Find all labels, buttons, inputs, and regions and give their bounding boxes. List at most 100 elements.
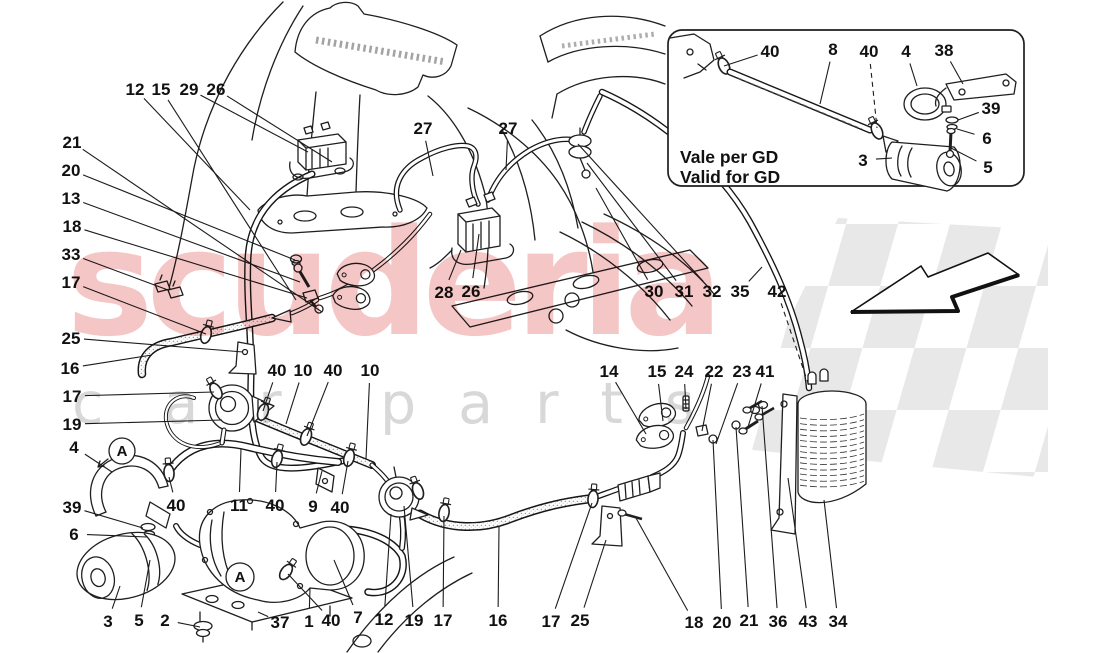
callout-leader-16 [497,526,500,608]
callout-2: 2 [160,611,169,630]
callout-10: 10 [294,361,313,380]
callout-15: 15 [648,362,667,381]
inset-silencer [885,141,962,192]
callout-leader-40 [306,381,329,437]
inset-clamp-band [903,87,952,121]
callout-leader-21 [735,426,749,608]
assembly-marker-clamp: A [97,437,136,468]
callout-41: 41 [756,362,775,381]
callout-25: 25 [571,611,590,630]
callout-9: 9 [308,497,317,516]
callout-leader-12 [384,513,392,607]
callout-leader-40 [262,382,274,412]
callout-19: 19 [405,611,424,630]
inset-note-line2: Valid for GD [680,167,780,187]
callout-29: 29 [180,80,199,99]
callout-leader-23 [715,383,739,445]
hoses-and-pipes [137,88,813,597]
diverter-valve-2 [378,466,429,521]
callout-6: 6 [69,525,78,544]
callout-39: 39 [63,498,82,517]
callout-leader-31 [586,162,677,281]
svg-text:A: A [117,443,128,460]
callout-35: 35 [731,282,750,301]
callout-leader-5 [950,147,977,162]
callout-32: 32 [703,282,722,301]
coupling-right [617,472,661,502]
callout-leader-3 [111,585,121,609]
callout-leader-17 [82,286,207,335]
callout-leader-27 [505,140,508,171]
callout-18: 18 [685,613,704,632]
callout-leader-34 [823,499,838,609]
callout-17: 17 [62,273,81,292]
callout-leader-29 [200,94,309,153]
callout-leader-14 [615,381,647,435]
callout-27: 27 [414,119,433,138]
callout-5: 5 [983,158,992,177]
callout-leader-25 [583,539,607,608]
callout-leader-17 [442,515,445,608]
check-valve [568,127,592,179]
inset-note-line1: Vale per GD [680,147,778,167]
bolt-18-right [617,509,643,521]
bracket-25-right [591,505,623,547]
callout-1: 1 [304,612,313,631]
callout-34: 34 [829,612,848,631]
callout-leader-40 [287,573,323,611]
callout-leader-26 [472,233,480,279]
callout-leader-6 [956,128,975,135]
callout-22: 22 [705,362,724,381]
air-injection-valve [429,191,515,269]
callout-26: 26 [462,282,481,301]
air-pump: A [181,497,365,631]
callout-23: 23 [733,362,752,381]
callout-17: 17 [63,387,82,406]
callout-43: 43 [799,612,818,631]
callout-leader-40 [341,460,349,495]
callout-leader-7 [333,559,354,606]
callout-40: 40 [331,498,350,517]
callout-leader-43 [787,477,807,609]
callout-leader-11 [238,448,242,493]
callout-18: 18 [63,217,82,236]
callout-leader-10 [365,382,370,460]
callout-leader-12 [143,98,251,211]
callout-17: 17 [542,612,561,631]
callout-28: 28 [435,283,454,302]
callout-leader-17 [554,502,593,609]
callout-leader-9 [315,470,323,494]
callout-11: 11 [230,496,248,515]
callout-leader-39 [84,510,144,529]
filter-silencer [76,454,176,601]
callout-27: 27 [499,119,518,138]
rubber-mount-2 [193,620,213,643]
callout-20: 20 [62,161,81,180]
callout-40: 40 [266,496,285,515]
callout-leader-26 [226,95,333,163]
callout-leader-15 [167,99,297,301]
callout-10: 10 [361,361,380,380]
callout-leader-5 [140,559,151,608]
callout-leader-20 [712,439,722,610]
inset-bracket-38 [934,73,1017,107]
callout-7: 7 [353,608,362,627]
callout-leader-18 [84,229,308,299]
callout-leader-13 [83,201,301,283]
callout-24: 24 [675,362,694,381]
callout-40: 40 [322,611,341,630]
callout-20: 20 [713,613,732,632]
finger-clamp-plates-top [330,260,377,314]
callout-40: 40 [761,42,780,61]
callout-39: 39 [982,99,1001,118]
direction-arrow-icon [850,252,1020,314]
callout-leader-35 [748,266,763,282]
assembly-marker-pump: A [235,569,246,586]
callout-leader-40 [723,54,758,67]
callout-leader-22 [701,383,712,432]
callout-16: 16 [489,611,508,630]
callout-4: 4 [69,438,79,457]
callout-leader-20 [82,174,296,261]
